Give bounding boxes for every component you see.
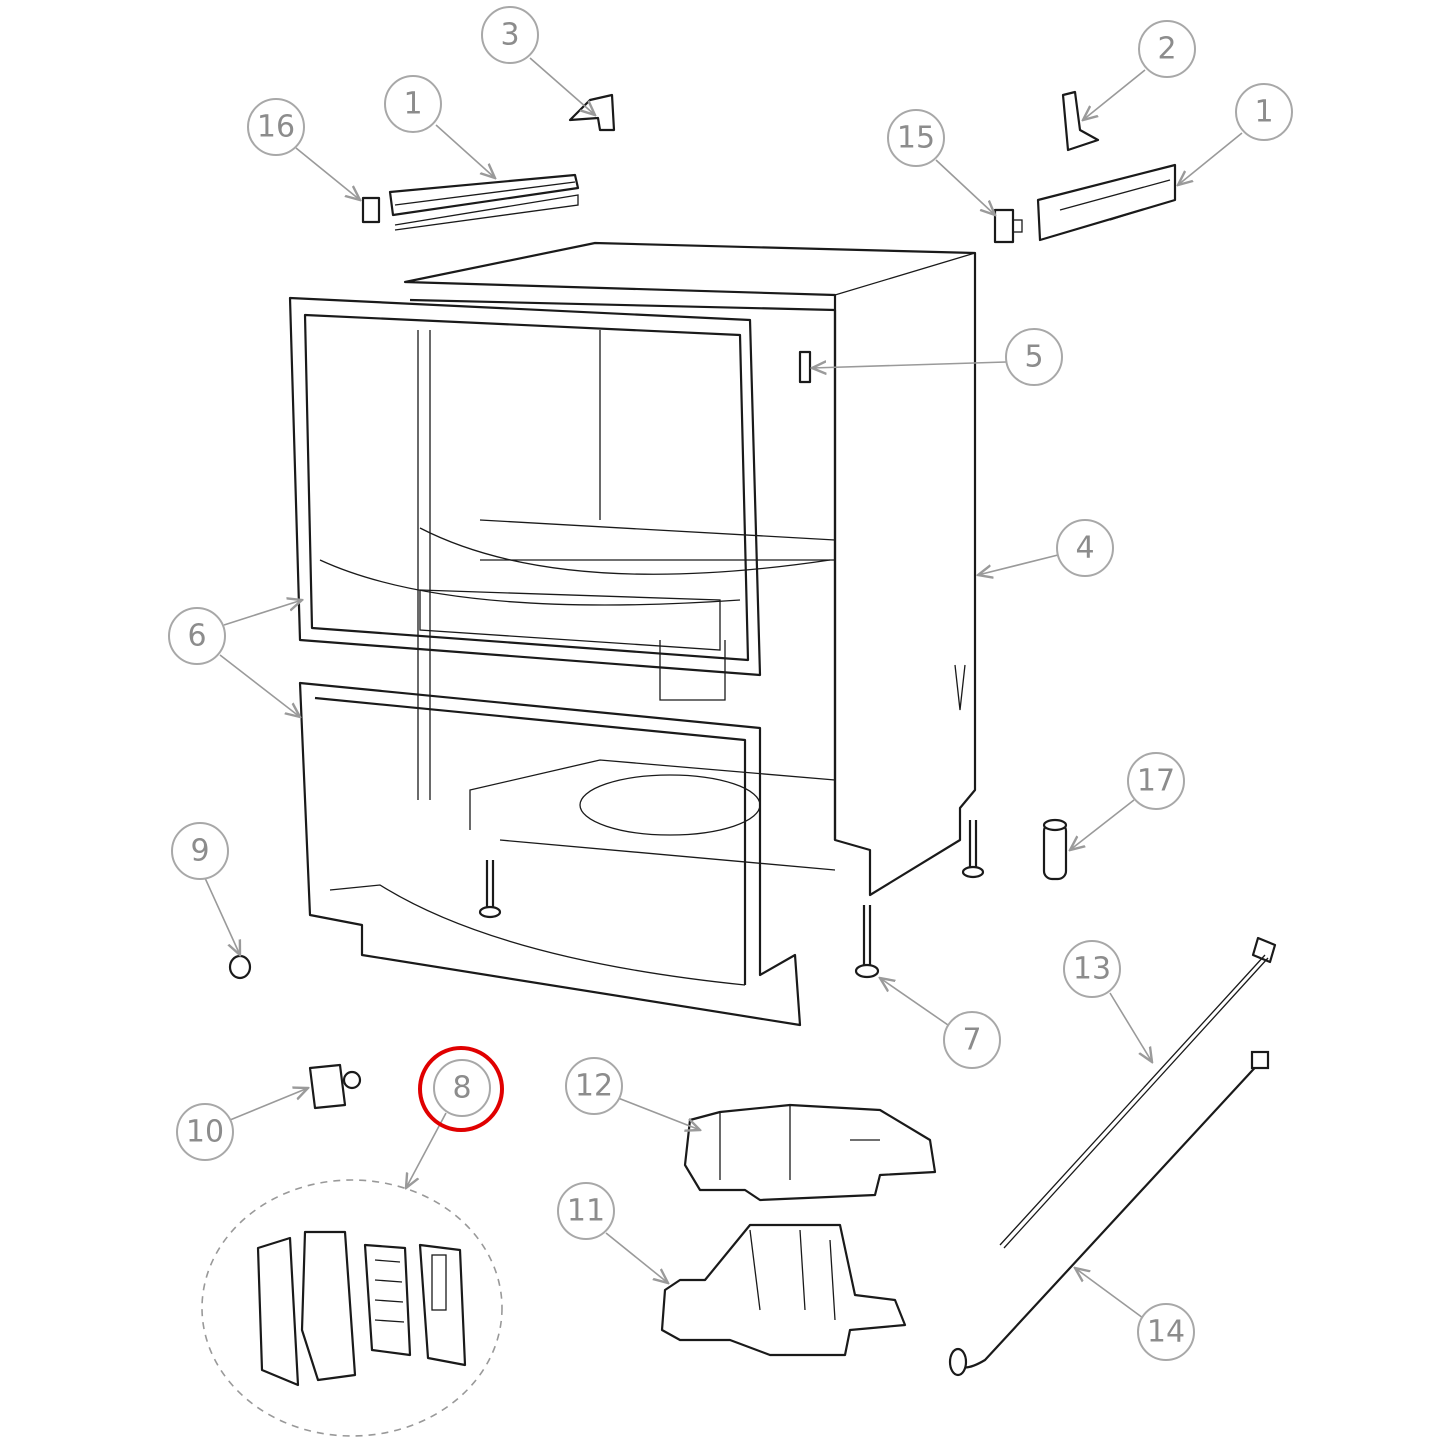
callout-label: 5: [1024, 340, 1043, 375]
module-12: [683, 1103, 937, 1202]
highlight-ring: [418, 1046, 504, 1132]
callout-9[interactable]: 9: [171, 822, 229, 880]
callout-7[interactable]: 7: [943, 1011, 1001, 1069]
callout-label: 12: [575, 1069, 613, 1104]
callout-label: 3: [500, 18, 519, 53]
hose-14: [948, 1050, 1270, 1377]
callout-label: 10: [186, 1115, 224, 1150]
clip-15: [993, 208, 1023, 244]
callout-label: 4: [1075, 531, 1094, 566]
module-11: [660, 1223, 907, 1357]
callout-label: 16: [257, 110, 295, 145]
callout-2[interactable]: 2: [1138, 20, 1196, 78]
power-cord-13: [999, 936, 1277, 1249]
clamp-9: [228, 954, 252, 980]
callout-6[interactable]: 6: [168, 607, 226, 665]
lower-drawer-frame: [298, 681, 802, 1027]
callout-12[interactable]: 12: [565, 1057, 623, 1115]
callout-label: 1: [403, 87, 422, 122]
sensor-10: [308, 1063, 362, 1110]
upper-drawer-frame: [288, 296, 831, 677]
callout-label: 2: [1157, 32, 1176, 67]
callout-13[interactable]: 13: [1063, 940, 1121, 998]
callout-label: 11: [567, 1194, 605, 1229]
callout-label: 17: [1137, 764, 1175, 799]
callout-label: 6: [187, 619, 206, 654]
rail-left: [388, 173, 580, 231]
callout-16[interactable]: 16: [247, 98, 305, 156]
callout-17[interactable]: 17: [1127, 752, 1185, 810]
callout-label: 13: [1073, 952, 1111, 987]
spacer-17: [1042, 818, 1068, 881]
callout-3[interactable]: 3: [481, 6, 539, 64]
callout-label: 1: [1254, 95, 1273, 130]
adjustable-feet: [478, 820, 985, 979]
rail-right: [1036, 163, 1177, 242]
callout-5[interactable]: 5: [1005, 328, 1063, 386]
callout-8[interactable]: 8: [418, 1046, 504, 1132]
callout-label: 7: [962, 1023, 981, 1058]
callout-14[interactable]: 14: [1137, 1303, 1195, 1361]
callout-label: 9: [190, 834, 209, 869]
callout-10[interactable]: 10: [176, 1103, 234, 1161]
kit-8-group: [201, 1179, 503, 1437]
hinge-2: [1061, 90, 1100, 152]
callout-label: 8: [452, 1071, 471, 1106]
leader-lines: [204, 57, 1243, 1319]
callout-1-left[interactable]: 1: [384, 75, 442, 133]
callout-15[interactable]: 15: [887, 109, 945, 167]
callout-label: 14: [1147, 1315, 1185, 1350]
bracket-5: [798, 350, 812, 384]
clip-16: [361, 196, 381, 224]
callout-11[interactable]: 11: [557, 1182, 615, 1240]
hinge-3: [568, 93, 616, 132]
callout-1-right[interactable]: 1: [1235, 83, 1293, 141]
cabinet-tub: [403, 241, 977, 897]
callout-label: 15: [897, 121, 935, 156]
callout-4[interactable]: 4: [1056, 519, 1114, 577]
